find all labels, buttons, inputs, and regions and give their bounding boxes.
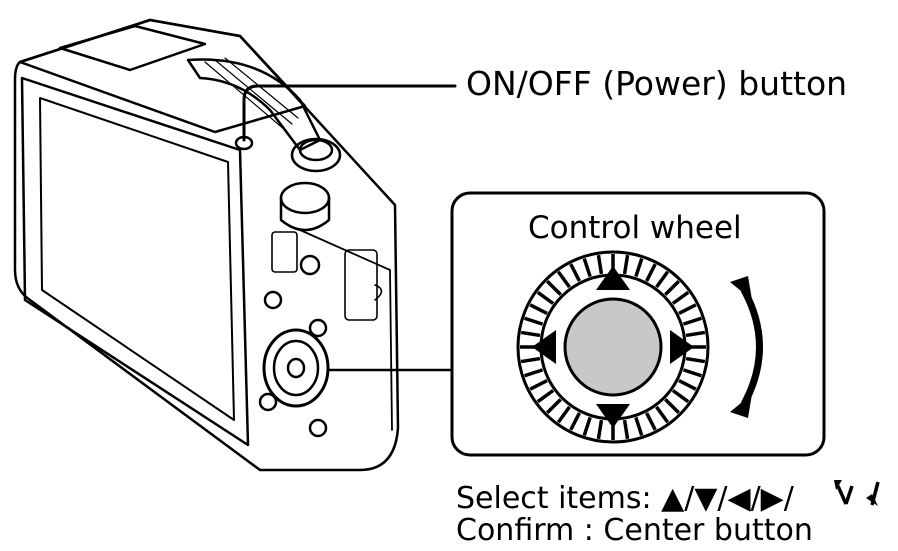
select-items-caption: Select items: ▲/▼/◀/▶/ xyxy=(456,481,794,516)
up-arrow-icon xyxy=(596,266,630,290)
lcd-screen xyxy=(39,97,235,421)
wheel-ridge xyxy=(685,356,706,364)
wheel-ridge xyxy=(569,412,581,431)
wheel-ridge xyxy=(556,405,571,424)
wheel-ridge xyxy=(569,263,581,282)
wheel-ridge xyxy=(622,419,630,440)
wheel-ridge xyxy=(546,398,562,414)
power-button-label: ON/OFF (Power) button xyxy=(466,64,848,103)
wheel-ridge xyxy=(556,270,571,289)
rotate-glyph-icon xyxy=(834,480,880,506)
left-arrow-icon xyxy=(532,330,556,364)
wheel-ridge xyxy=(536,389,555,404)
camera-body-outline xyxy=(13,18,400,472)
wheel-ridge xyxy=(596,254,604,275)
wheel-ridge xyxy=(529,379,548,391)
wheel-ridge xyxy=(582,416,592,436)
wheel-ridge xyxy=(645,412,657,431)
wheel-ridge xyxy=(536,290,555,305)
wheel-ridge xyxy=(520,330,541,338)
wheel-ridge xyxy=(520,356,541,364)
wheel-ridge xyxy=(582,258,592,278)
control-dial xyxy=(279,181,331,215)
wheel-ridge xyxy=(655,405,670,424)
camera-top-plate xyxy=(18,18,307,134)
wheel-ridge xyxy=(622,254,630,275)
lcd-frame xyxy=(20,76,250,447)
confirm-caption: Confirm : Center button xyxy=(456,513,813,548)
wheel-ridge xyxy=(682,368,702,378)
wheel-ridge xyxy=(671,290,690,305)
control-wheel-large xyxy=(516,250,763,444)
wheel-ridge xyxy=(546,280,562,296)
down-arrow-icon xyxy=(596,404,630,428)
power-leader-line xyxy=(242,84,457,142)
mode-dial xyxy=(290,137,342,173)
body-control-wheel xyxy=(262,328,330,408)
wheel-ridge xyxy=(682,316,702,326)
wheel-ridge xyxy=(596,419,604,440)
wheel-ridge xyxy=(524,316,544,326)
wheel-ridge xyxy=(685,330,706,338)
control-wheel-title: Control wheel xyxy=(528,210,742,246)
wheel-rotate-icon xyxy=(740,288,763,406)
wheel-ridge xyxy=(664,280,680,296)
control-wheel-callout xyxy=(450,191,826,457)
wheel-ridge xyxy=(664,398,680,414)
right-arrow-icon xyxy=(670,330,694,364)
wheel-ridge xyxy=(524,368,544,378)
wheel-ridge xyxy=(634,258,644,278)
wheel-ridge xyxy=(671,389,690,404)
wheel-ridge xyxy=(529,303,548,315)
wheel-ridge xyxy=(678,379,697,391)
wheel-ridge xyxy=(678,303,697,315)
wheel-ridge xyxy=(645,263,657,282)
wheel-ridge xyxy=(634,416,644,436)
wheel-ridge xyxy=(655,270,670,289)
